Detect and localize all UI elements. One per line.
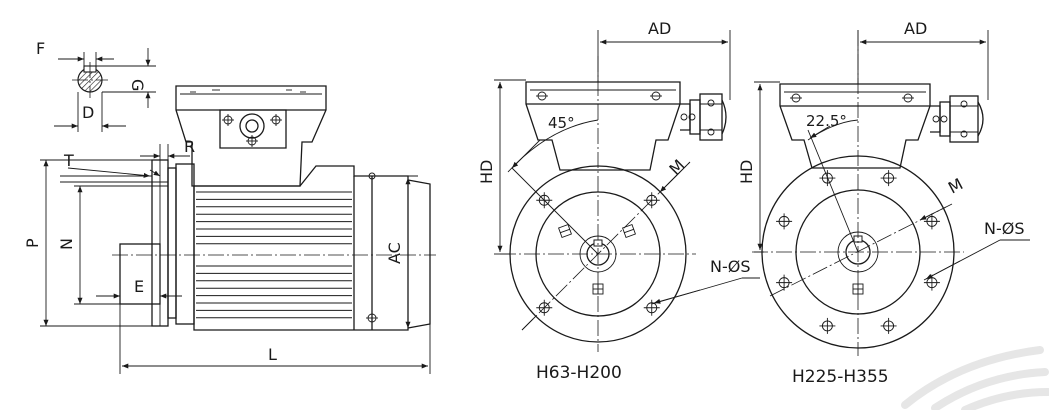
label-angle-45: 45°	[548, 114, 575, 132]
label-AD-small: AD	[648, 19, 671, 38]
label-E: E	[134, 277, 144, 296]
bolt-hole	[776, 274, 793, 291]
label-F: F	[36, 39, 45, 58]
label-AC: AC	[385, 242, 404, 264]
bolt-hole	[923, 213, 940, 230]
bolt-hole	[880, 317, 897, 334]
bolt-hole	[819, 317, 836, 334]
shaft-section-detail	[54, 48, 156, 132]
label-angle-22-5: 22.5°	[806, 112, 847, 130]
bolt-hole	[643, 299, 660, 316]
label-R: R	[184, 137, 195, 156]
caption-small: H63-H200	[536, 363, 622, 383]
bolt-hole	[923, 274, 940, 291]
label-NS-large: N-ØS	[984, 219, 1025, 238]
label-P: P	[23, 238, 42, 248]
label-D: D	[82, 103, 94, 122]
caption-large: H225-H355	[792, 367, 889, 387]
label-M-small: M	[665, 156, 688, 179]
side-dimensions	[40, 144, 431, 374]
bolt-hole	[776, 213, 793, 230]
bolt-hole	[880, 170, 897, 187]
label-M-large: M	[945, 174, 966, 197]
label-HD-large: HD	[737, 160, 756, 184]
front-view-small	[494, 30, 760, 352]
label-NS-small: N-ØS	[710, 257, 751, 276]
side-view: F G D	[23, 39, 436, 374]
label-T: T	[63, 151, 74, 170]
watermark-logo	[901, 346, 1049, 410]
front-view-large	[752, 30, 1030, 356]
terminal-box-side	[175, 85, 327, 187]
motor-body-side	[193, 165, 431, 331]
label-G: G	[128, 79, 147, 91]
label-HD-small: HD	[477, 160, 496, 184]
label-AD-large: AD	[904, 19, 927, 38]
label-N: N	[57, 238, 76, 250]
label-L: L	[268, 345, 277, 364]
